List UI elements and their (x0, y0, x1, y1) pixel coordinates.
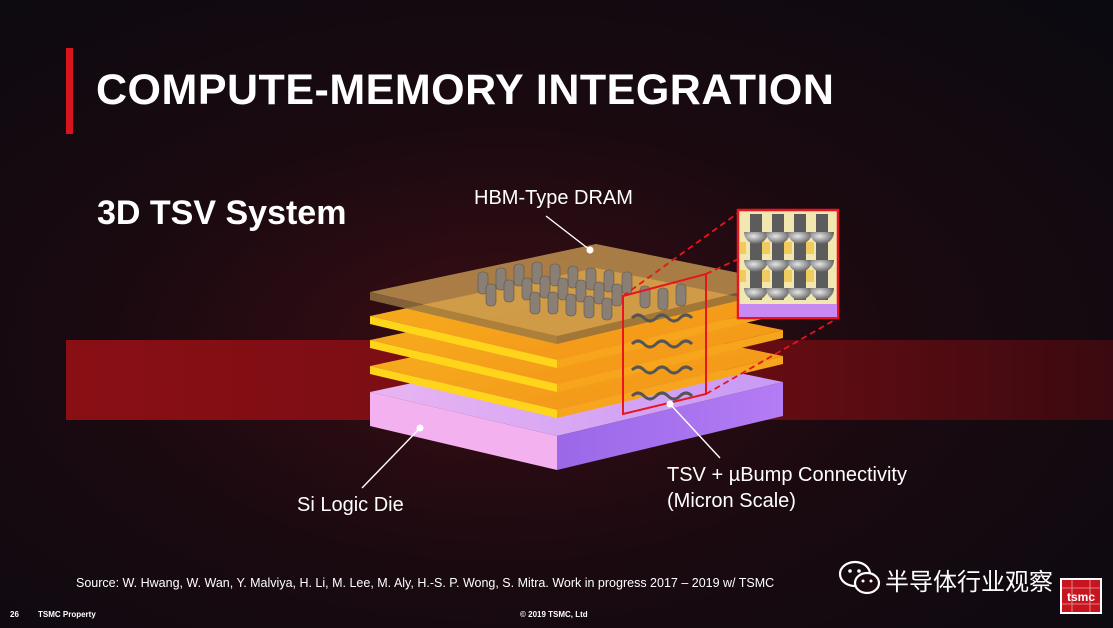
tsmc-logo: tsmc (1060, 578, 1102, 614)
source-citation: Source: W. Hwang, W. Wan, Y. Malviya, H.… (76, 576, 775, 590)
tsv-label-line1: TSV + µBump Connectivity (667, 464, 907, 486)
title-accent-bar (66, 48, 73, 134)
tsmc-logo-text: tsmc (1067, 590, 1095, 604)
callout-dots (416, 246, 674, 432)
copyright: © 2019 TSMC, Ltd (520, 610, 588, 619)
wechat-icon (838, 560, 881, 595)
slide-title: COMPUTE-MEMORY INTEGRATION (96, 66, 835, 114)
logic-die-label: Si Logic Die (297, 494, 404, 516)
hbm-label: HBM-Type DRAM (474, 187, 633, 209)
tsv-label-line2: (Micron Scale) (667, 490, 796, 512)
callout-lines (361, 215, 721, 489)
tsv-zoom-inset (736, 208, 840, 320)
property-label: TSMC Property (38, 610, 96, 619)
watermark-text: 半导体行业观察 (885, 569, 1053, 596)
tsv-cross-section (622, 272, 707, 416)
slide-subtitle: 3D TSV System (97, 194, 347, 232)
tsv-pillars (477, 261, 687, 321)
page-number: 26 (10, 610, 19, 619)
